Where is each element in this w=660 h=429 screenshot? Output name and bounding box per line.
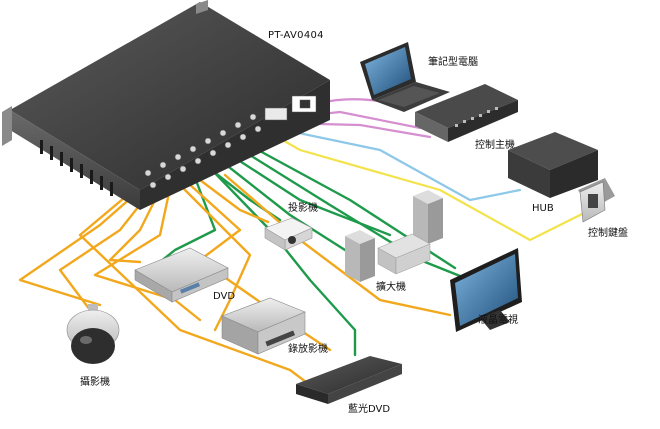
cable-yellow-dvd [108, 188, 162, 264]
cable-yellow-keypad [270, 132, 592, 242]
label-laptop: 筆記型電腦 [428, 55, 478, 68]
lcd-tv-device [450, 248, 522, 332]
control-keypad-device [578, 178, 615, 223]
label-control-host: 控制主機 [475, 138, 515, 151]
label-control-keypad: 控制鍵盤 [588, 226, 628, 239]
control-host-device [415, 84, 518, 142]
label-bluray: 藍光DVD [348, 402, 390, 415]
device-label-pt-av0404: PT-AV0404 [268, 30, 324, 41]
camera-device [66, 304, 120, 364]
cable-green-amplifier [218, 158, 347, 252]
bluray-device [296, 356, 402, 404]
cable-yellow-camera [18, 188, 142, 307]
label-amplifier: 擴大機 [376, 280, 406, 293]
label-lcd-tv: 液晶電視 [478, 313, 518, 326]
label-camera: 攝影機 [80, 375, 110, 388]
dvd-device [134, 247, 229, 303]
cable-yellow-projector [198, 178, 270, 224]
cable-yellow-dvd-2 [93, 186, 202, 322]
label-hub: HUB [532, 203, 554, 214]
label-projector: 投影機 [288, 201, 318, 214]
cable-yellow-bluray [78, 191, 312, 387]
cable-blue-hub [273, 126, 522, 202]
label-dvd: DVD [213, 291, 235, 302]
cable-green-bluray [208, 166, 357, 357]
matrix-switcher: PT-AV0404 [2, 0, 330, 210]
hub-device [508, 132, 598, 198]
label-vcr: 錄放影機 [288, 342, 328, 355]
cable-green-tv [243, 150, 472, 282]
vent-grille [40, 140, 113, 196]
cable-yellow-tv [223, 173, 452, 317]
projector-device [264, 217, 313, 251]
vcr-device [221, 297, 306, 355]
connector-panel [144, 95, 317, 189]
amplifier-device [345, 190, 443, 282]
cable-yellow-camera-2 [58, 190, 152, 312]
laptop-device [360, 42, 450, 112]
cable-yellow-vcr [178, 183, 252, 332]
